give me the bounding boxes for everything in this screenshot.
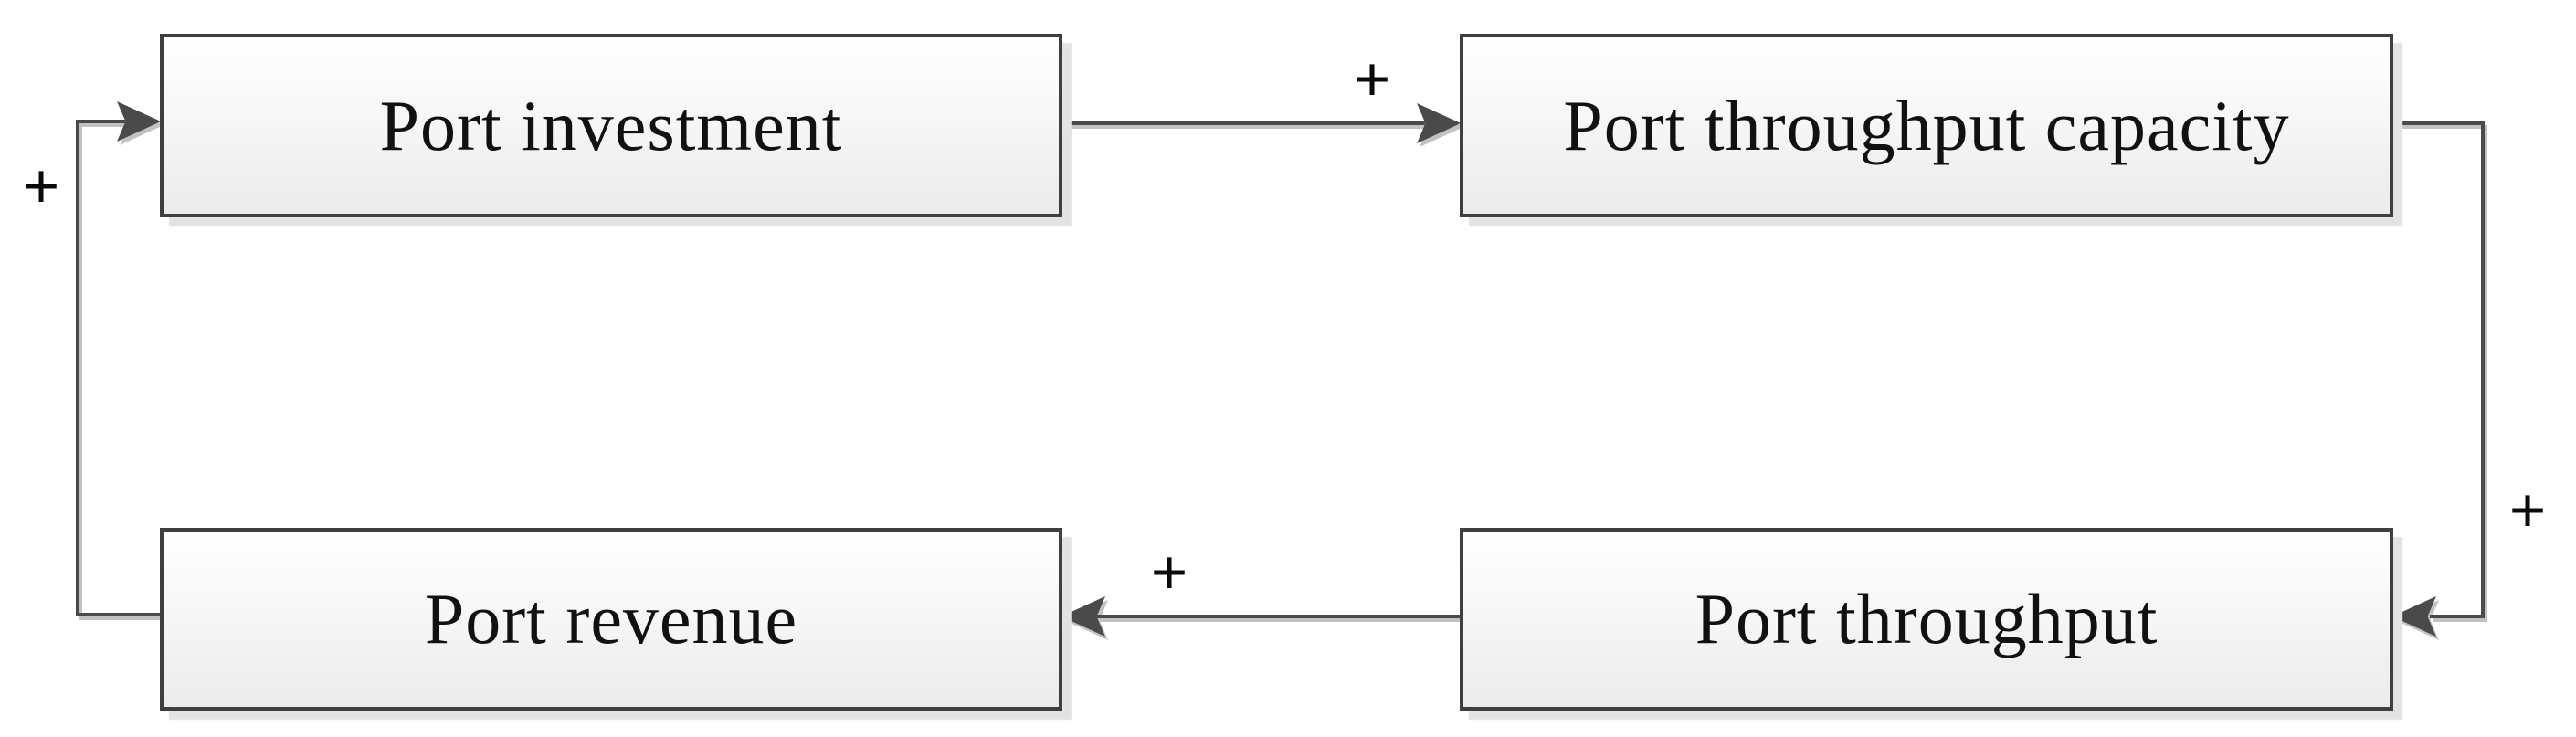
arrowhead-left-icon <box>1061 596 1105 637</box>
polarity-label-investment-to-capacity: + <box>1353 43 1391 116</box>
node-label-port-revenue: Port revenue <box>424 579 798 658</box>
node-label-port-throughput: Port throughput <box>1694 579 2159 658</box>
node-port-throughput: Port throughput <box>1460 528 2393 711</box>
node-label-port-throughput-capacity: Port throughput capacity <box>1563 85 2290 165</box>
polarity-label-revenue-to-investment: + <box>22 150 60 223</box>
polarity-label-capacity-to-throughput: + <box>2508 474 2547 547</box>
edge-revenue-to-investment <box>76 120 160 616</box>
edge-capacity-to-throughput <box>2393 121 2485 618</box>
node-port-investment: Port investment <box>160 34 1062 217</box>
node-port-revenue: Port revenue <box>160 528 1062 711</box>
arrowhead-left-icon <box>2391 596 2436 637</box>
node-label-port-investment: Port investment <box>379 85 843 165</box>
node-port-throughput-capacity: Port throughput capacity <box>1460 34 2393 217</box>
arrowhead-right-icon <box>1417 103 1462 143</box>
polarity-label-throughput-to-revenue: + <box>1150 536 1188 609</box>
arrowhead-right-icon <box>117 101 162 142</box>
